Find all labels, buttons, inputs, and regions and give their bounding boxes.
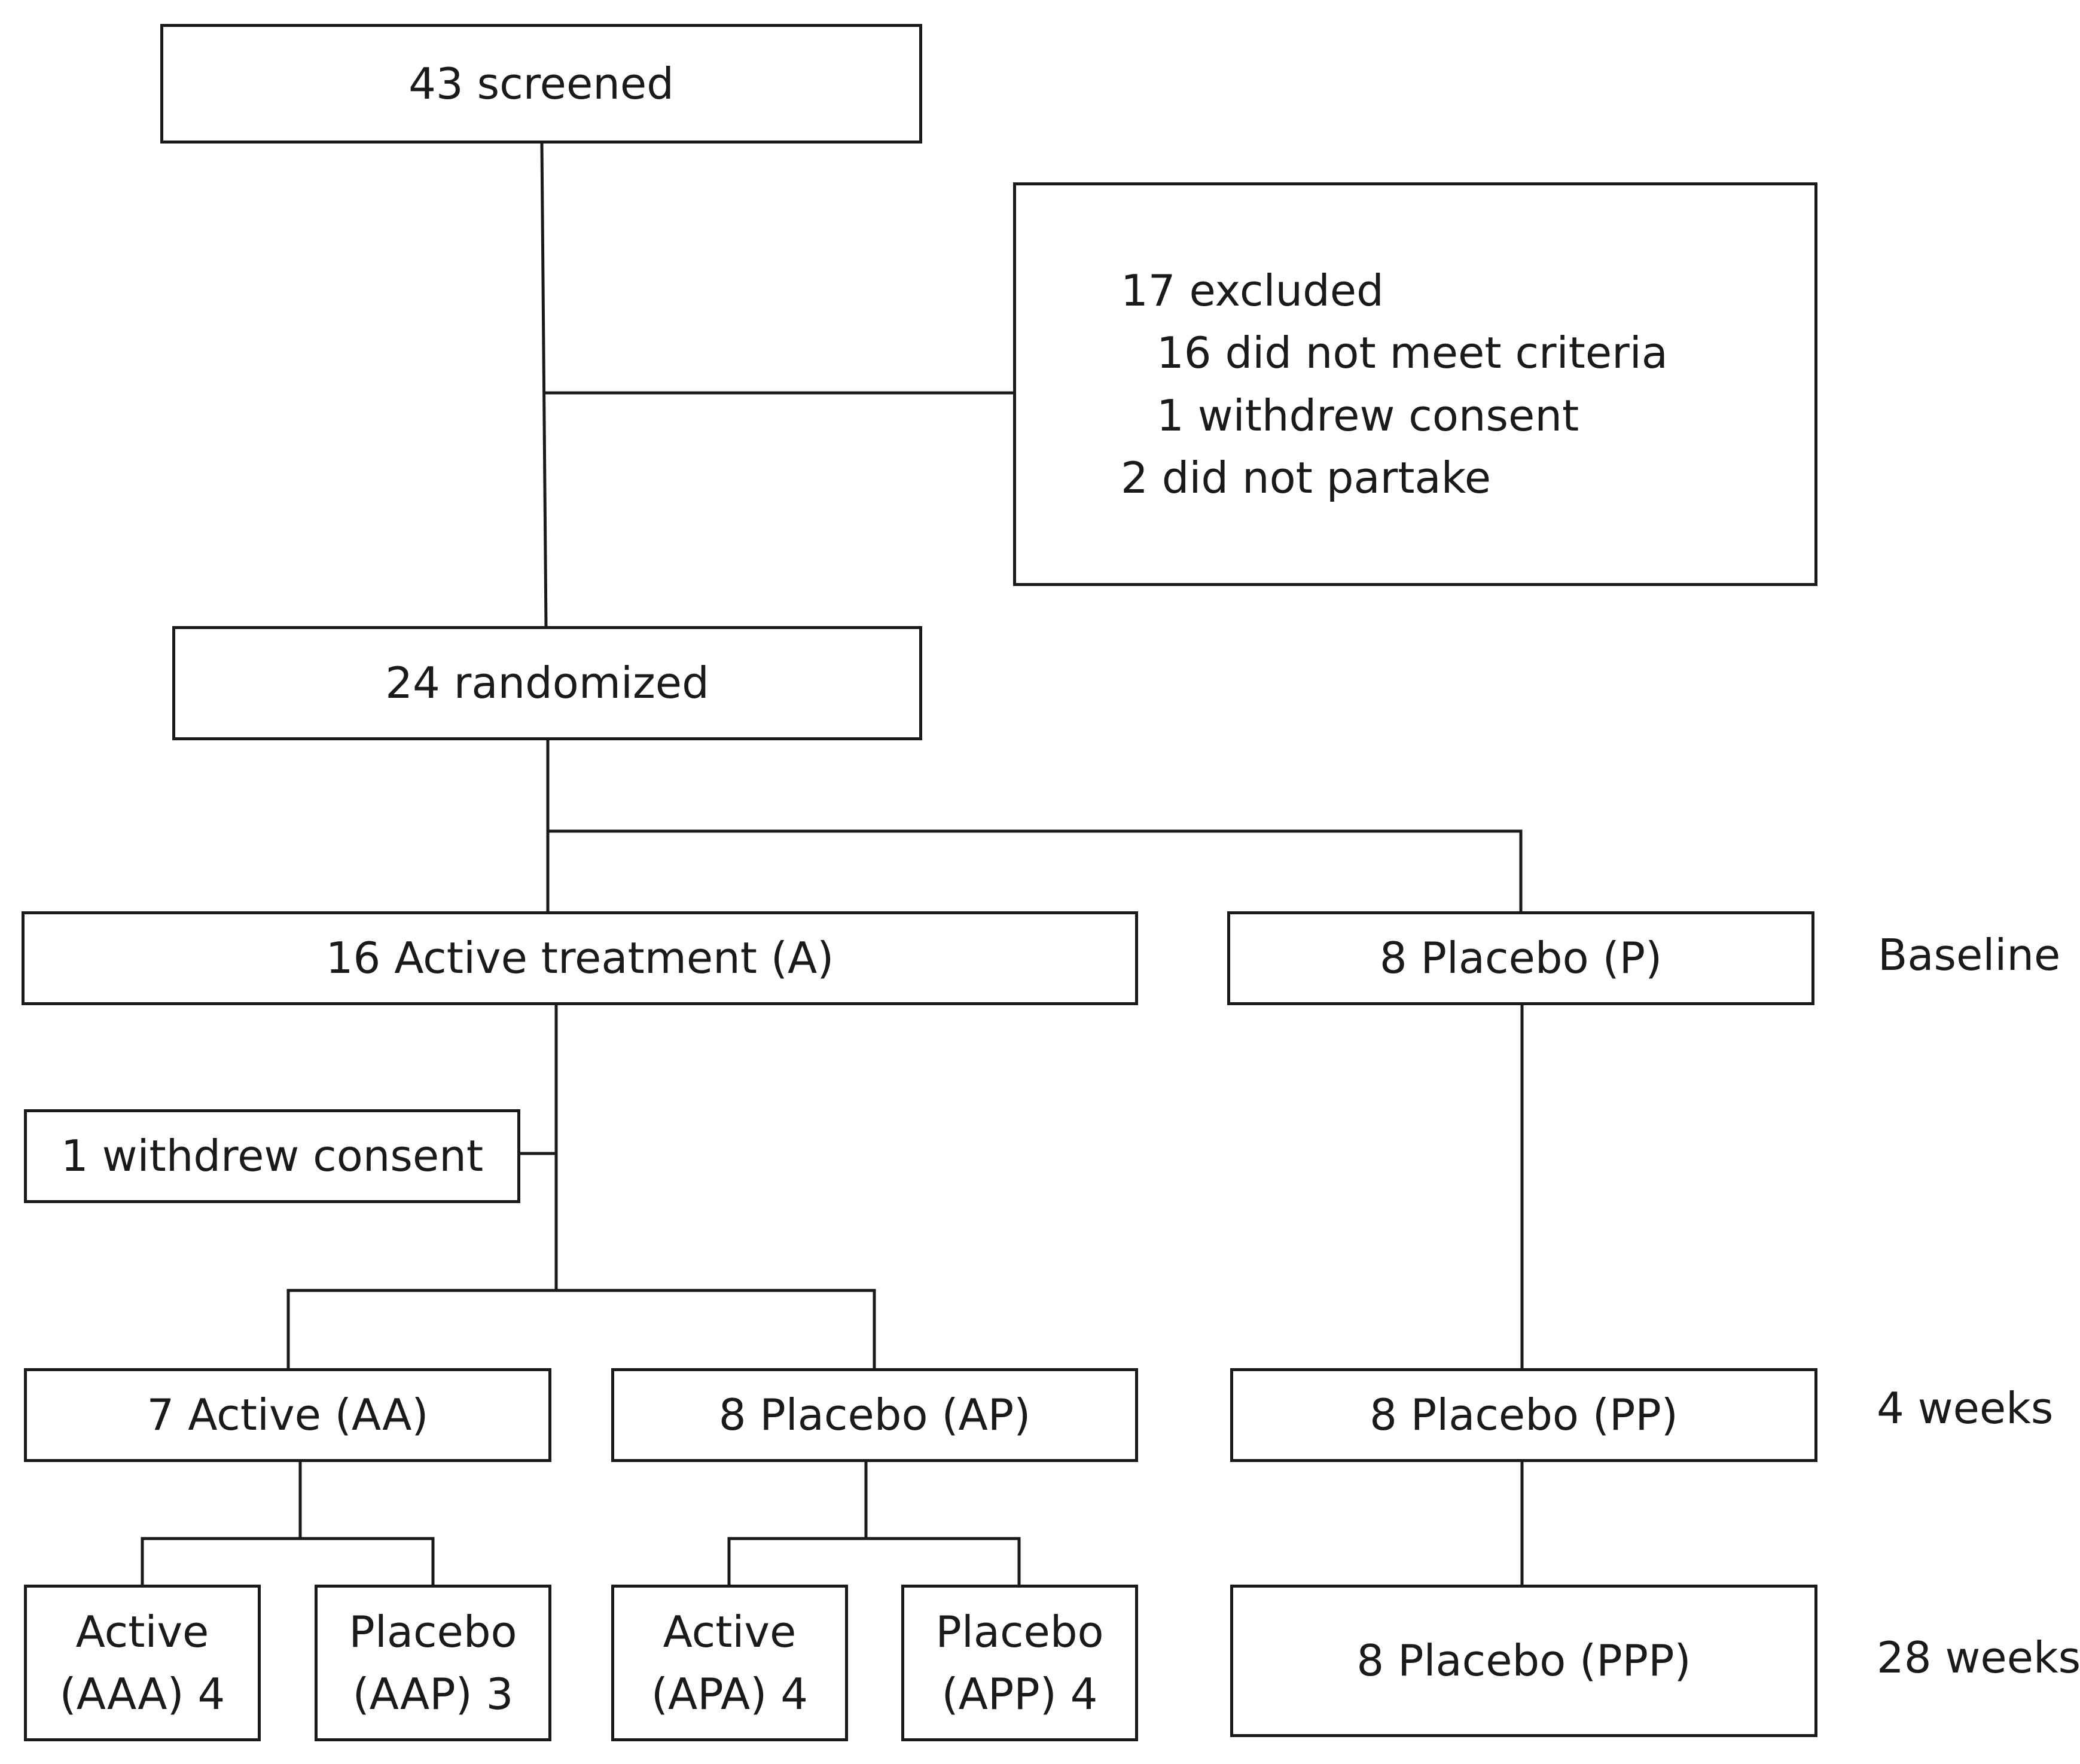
screened-label: 43 screened	[408, 58, 674, 109]
active-aa-label: 7 Active (AA)	[147, 1390, 429, 1441]
placebo-label: 8 Placebo (P)	[1379, 933, 1663, 984]
active-aaa-label: Active (AAA) 4	[59, 1606, 225, 1719]
randomized-label: 24 randomized	[385, 658, 709, 709]
active-treatment-label: 16 Active treatment (A)	[325, 933, 834, 984]
placebo-app-label: Placebo (APP) 4	[935, 1606, 1104, 1719]
placebo-ap-label: 8 Placebo (AP)	[718, 1390, 1031, 1441]
active-apa-label: Active (APA) 4	[651, 1606, 809, 1719]
excluded-reason-criteria: 16 did not meet criteria	[1157, 328, 1668, 379]
excluded-details: 17 excluded 16 did not meet criteria 1 w…	[1016, 260, 1668, 509]
placebo-ppp-label: 8 Placebo (PPP)	[1356, 1635, 1691, 1686]
active-apa-box: Active (APA) 4	[611, 1585, 848, 1741]
randomized-box: 24 randomized	[172, 626, 922, 740]
placebo-pp-box: 8 Placebo (PP)	[1230, 1368, 1817, 1462]
placebo-box: 8 Placebo (P)	[1227, 911, 1814, 1005]
timepoint-28-weeks: 28 weeks	[1877, 1632, 2080, 1683]
active-aa-box: 7 Active (AA)	[24, 1368, 551, 1462]
excluded-box: 17 excluded 16 did not meet criteria 1 w…	[1013, 182, 1817, 586]
connector-screened-randomized	[540, 142, 548, 628]
active-aaa-box: Active (AAA) 4	[24, 1585, 261, 1741]
excluded-did-not-partake: 2 did not partake	[1121, 452, 1491, 503]
excluded-header: 17 excluded	[1121, 265, 1384, 316]
screened-box: 43 screened	[160, 24, 922, 144]
withdrew-consent-box: 1 withdrew consent	[24, 1109, 520, 1203]
timepoint-baseline: Baseline	[1878, 930, 2061, 980]
active-treatment-box: 16 Active treatment (A)	[22, 911, 1138, 1005]
placebo-aap-label: Placebo (AAP) 3	[349, 1606, 517, 1719]
timepoint-4-weeks: 4 weeks	[1877, 1383, 2054, 1433]
placebo-pp-label: 8 Placebo (PP)	[1370, 1390, 1678, 1441]
withdrew-consent-label: 1 withdrew consent	[60, 1131, 484, 1182]
placebo-app-box: Placebo (APP) 4	[901, 1585, 1138, 1741]
excluded-reason-consent: 1 withdrew consent	[1157, 390, 1579, 441]
placebo-aap-box: Placebo (AAP) 3	[315, 1585, 551, 1741]
placebo-ppp-box: 8 Placebo (PPP)	[1230, 1585, 1817, 1737]
placebo-ap-box: 8 Placebo (AP)	[611, 1368, 1138, 1462]
